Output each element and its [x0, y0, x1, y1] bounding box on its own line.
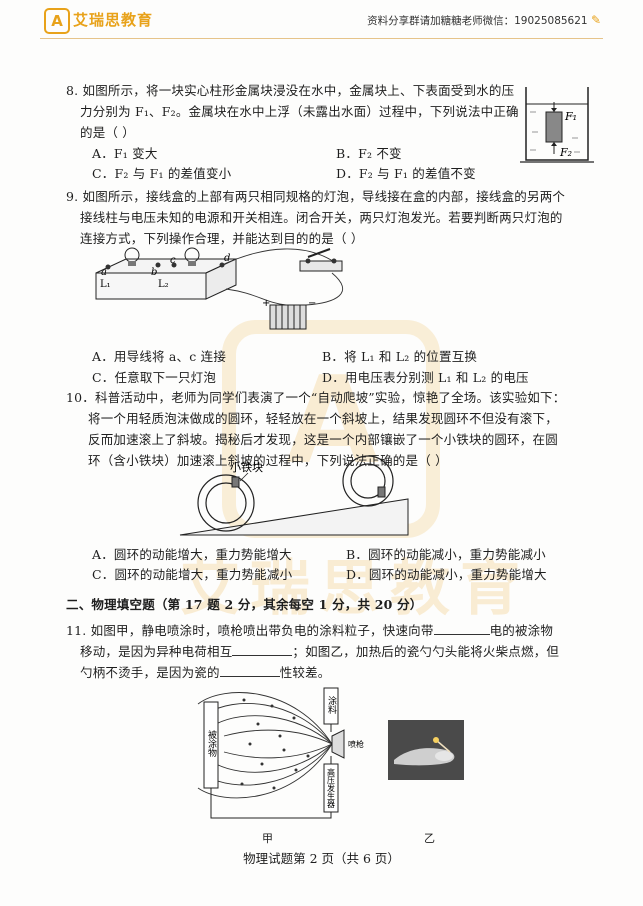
- header-divider: [40, 38, 603, 39]
- q10-figure: 小铁块: [179, 455, 409, 536]
- bulb-l1-icon: [124, 247, 140, 266]
- paint-particles: [240, 698, 310, 790]
- watermark-text: 艾瑞思教育: [180, 554, 530, 624]
- q11-blank-3[interactable]: [219, 664, 280, 677]
- q10-option-d: D．圆环的动能减小，重力势能增大: [346, 567, 547, 582]
- figure-yi-caption: 乙: [424, 832, 436, 845]
- contact-text: 资料分享群请加糖糖老师微信：19025085621 ✎: [367, 13, 601, 27]
- target-label: 被涂物: [206, 729, 217, 758]
- q9-line-2: 接线柱与电压未知的电源和开关相连。闭合开关，两只灯泡发光。若要判断两只灯泡的: [80, 210, 563, 225]
- q11-line-1: 11. 如图甲，静电喷涂时，喷枪喷出带负电的涂料粒子，快速向带电的被涂物: [66, 622, 554, 638]
- q11-figure-jia: 被涂物 喷枪 涂料 高压发生器: [197, 687, 364, 819]
- q8-line-3: 的是（ ）: [80, 125, 135, 140]
- match-icon: [435, 739, 451, 753]
- q10-option-c: C．圆环的动能增大，重力势能减小: [92, 567, 293, 582]
- terminal-c-label: c: [170, 255, 176, 266]
- spray-gun-label: 喷枪: [348, 739, 364, 749]
- q8-line-2: 力分别为 F₁、F₂。金属块在水中上浮（未露出水面）过程中，下列说法中正确: [80, 104, 519, 119]
- page-footer: 物理试题第 2 页（共 6 页）: [243, 851, 400, 866]
- hv-generator-label: 高压发生器: [327, 767, 336, 809]
- slope: [179, 498, 409, 536]
- q11-blank-1[interactable]: [433, 622, 490, 635]
- q9-option-c: C．任意取下一只灯泡: [92, 370, 217, 385]
- q10-line-4: 环（含小铁块）加速滚上斜坡的过程中，下列说法正确的是（ ）: [88, 453, 448, 468]
- brand-logo-icon: A: [44, 8, 70, 34]
- q10-line-2: 将一个用轻质泡沫做成的圆环，轻轻放在一个斜坡上，结果发现圆环不但没有滚下，: [88, 411, 558, 426]
- brand-name: 艾瑞思教育: [73, 11, 154, 29]
- bulb-l2-icon: [184, 247, 200, 266]
- q9-figure: a b c d L₁ L₂ + −: [95, 247, 344, 330]
- f2-label: F₂: [559, 146, 572, 159]
- q9-option-d: D．用电压表分别测 L₁ 和 L₂ 的电压: [322, 370, 529, 385]
- q9-option-a: A．用导线将 a、c 连接: [92, 349, 227, 364]
- iron-block-label: 小铁块: [230, 461, 263, 474]
- l2-label: L₂: [158, 279, 169, 290]
- spray-gun-icon: [331, 729, 345, 759]
- paint-label: 涂料: [326, 695, 337, 715]
- pencil-icon: ✎: [590, 13, 601, 27]
- metal-block: [545, 111, 563, 143]
- q8-option-d: D．F₂ 与 F₁ 的差值不变: [336, 166, 476, 181]
- q11-line-2: 移动，是因为异种电荷相互；如图乙，加热后的瓷勺勺头能将火柴点燃，但: [80, 643, 560, 659]
- battery-minus-label: −: [308, 298, 316, 309]
- terminal-b-label: b: [151, 267, 157, 278]
- q8-option-b: B．F₂ 不变: [336, 146, 402, 161]
- q10-line-1: 10．科普活动中，老师为同学们表演了一个“自动爬坡”实验，惊艳了全场。该实验如下…: [66, 390, 566, 405]
- terminal-a-label: a: [101, 267, 107, 278]
- q8-figure: F₁ F₂: [520, 87, 594, 163]
- water-container: [520, 87, 594, 163]
- terminal-d-label: d: [224, 253, 230, 264]
- q11-figure-yi: [388, 720, 464, 780]
- q8-option-a: A．F₁ 变大: [92, 146, 158, 161]
- section-2-title: 二、物理填空题（第 17 题 2 分，其余每空 1 分，共 20 分）: [66, 597, 423, 612]
- q8-line-1: 8. 如图所示，将一块实心柱形金属块浸没在水中，金属块上、下表面受到水的压: [66, 83, 515, 98]
- f1-label: F₁: [564, 110, 577, 123]
- q11-blank-2[interactable]: [232, 643, 293, 656]
- q10-option-a: A．圆环的动能增大，重力势能增大: [92, 547, 292, 562]
- flame-icon: [433, 737, 439, 743]
- q8-option-c: C．F₂ 与 F₁ 的差值变小: [92, 166, 232, 181]
- figure-jia-caption: 甲: [262, 832, 274, 845]
- q9-line-1: 9. 如图所示，接线盒的上部有两只相同规格的灯泡，导线接在盒的内部，接线盒的另两…: [66, 189, 566, 204]
- q10-line-3: 反而加速滚上了斜坡。揭秘后才发现，这是一个内部镶嵌了一个小铁块的圆环，在圆: [88, 432, 558, 447]
- ring-left: [197, 474, 255, 532]
- q9-option-b: B．将 L₁ 和 L₂ 的位置互换: [322, 349, 478, 364]
- q10-option-b: B．圆环的动能减小，重力势能减小: [346, 547, 546, 562]
- q9-line-3: 连接方式，下列操作合理，并能达到目的的是（ ）: [80, 231, 364, 246]
- l1-label: L₁: [100, 279, 111, 290]
- junction-box: [95, 258, 237, 300]
- battery-icon: [269, 304, 307, 330]
- ring-right: [342, 455, 394, 507]
- battery-plus-label: +: [262, 298, 270, 309]
- switch-icon: [299, 248, 343, 272]
- q11-line-3: 勺柄不烫手，是因为瓷的性较差。: [80, 664, 331, 680]
- page-header: A 艾瑞思教育 资料分享群请加糖糖老师微信：19025085621 ✎: [0, 0, 643, 42]
